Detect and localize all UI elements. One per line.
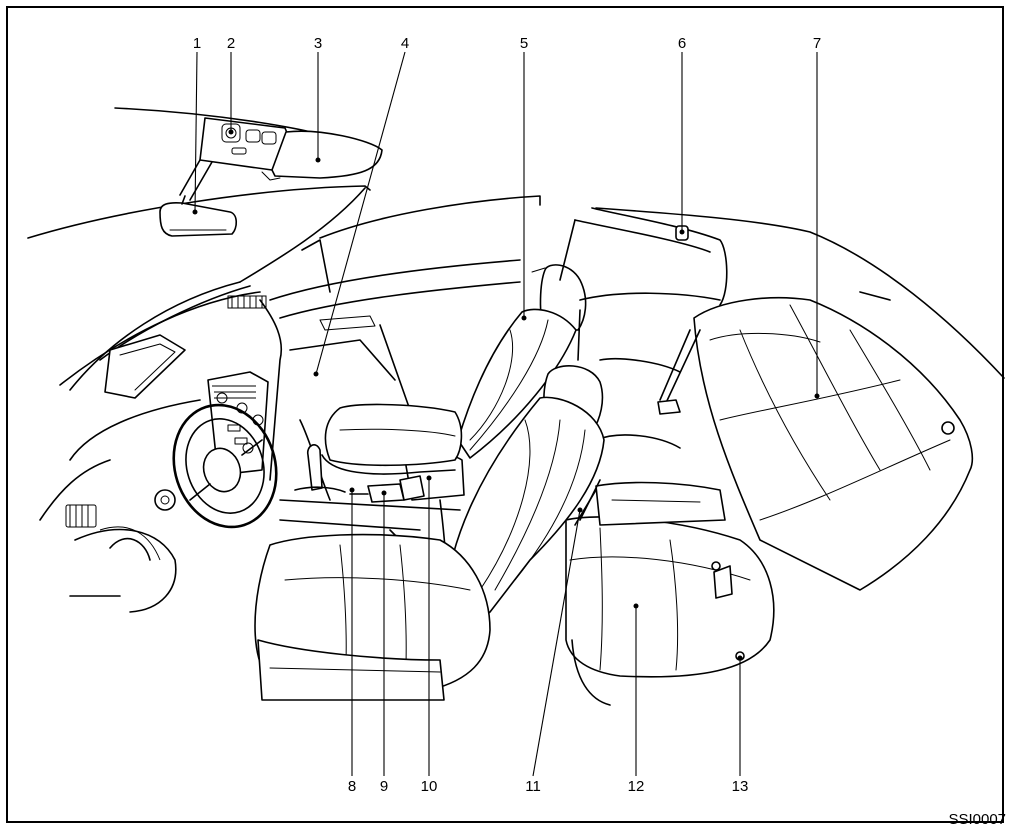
front-door (269, 195, 541, 411)
callout-5: 5 (519, 35, 529, 52)
sun-visor (261, 130, 383, 181)
callout-11: 11 (525, 778, 541, 795)
callout-3: 3 (313, 35, 323, 52)
callout-6: 6 (677, 35, 687, 52)
rear-quarter (559, 207, 728, 373)
driver-seat (254, 365, 605, 701)
callout-13: 13 (731, 778, 749, 795)
dashboard (39, 291, 283, 613)
callout-1: 1 (192, 35, 202, 52)
figure-code: SSI0007 (948, 811, 1006, 828)
callout-12: 12 (627, 778, 645, 795)
map-light-console (179, 117, 291, 201)
callout-2: 2 (226, 35, 236, 52)
rear-seat-back (657, 291, 974, 591)
front-passenger-seat (321, 264, 587, 475)
figure-frame (6, 6, 1004, 823)
inside-mirror (159, 195, 238, 237)
callout-7: 7 (812, 35, 822, 52)
leader-lines (192, 51, 820, 777)
steering-wheel (172, 403, 278, 529)
callout-9: 9 (379, 778, 389, 795)
callout-10: 10 (420, 778, 438, 795)
callout-8: 8 (347, 778, 357, 795)
rear-seat-cushion (565, 434, 775, 706)
callout-4: 4 (400, 35, 410, 52)
